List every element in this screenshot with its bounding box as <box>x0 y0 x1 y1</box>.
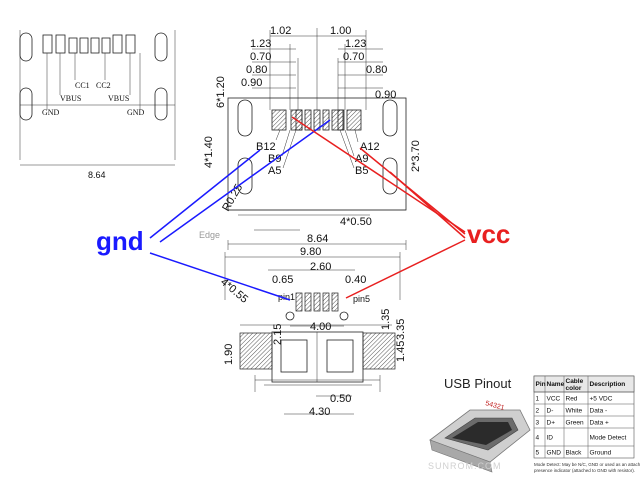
right-dim-3: 0.90 <box>375 89 396 101</box>
bottom-pitch-dim: 4*0.50 <box>340 216 372 228</box>
micro-usb-footprint: 9.80 2.60 0.65 0.40 4*0.55 pin1 pin5 4.0… <box>218 246 407 418</box>
pin1-label: pin1 <box>278 292 295 302</box>
table-cell: D- <box>547 408 554 415</box>
table-cell: VCC <box>547 396 561 403</box>
typec-footprint-left: CC1 CC2 VBUS VBUS GND GND 8.64 <box>19 30 176 180</box>
height-dim-right: 2*3.70 <box>410 140 422 172</box>
table-cell: GND <box>547 450 562 457</box>
watermark: SUNROM.COM <box>428 461 502 471</box>
table-cell: 1 <box>536 396 540 403</box>
span-dim: 4.00 <box>310 321 331 333</box>
table-cell: Data + <box>590 420 610 427</box>
table-cell: Data - <box>590 408 608 415</box>
width-total-dim: 9.80 <box>300 246 321 258</box>
gnd-right-label: GND <box>127 108 145 117</box>
gnd-label: gnd <box>96 226 144 256</box>
table-cell: 5 <box>536 450 540 457</box>
vbus-left-label: VBUS <box>60 94 81 103</box>
left-dim-3: 0.90 <box>241 77 262 89</box>
pin-numbers: 54321 <box>484 400 505 412</box>
table-cell: 3 <box>536 420 540 427</box>
h4-dim: 2.15 <box>272 324 284 345</box>
vbus-right-label: VBUS <box>108 94 129 103</box>
table-cell: ID <box>547 435 554 442</box>
table-cell: +5 VDC <box>590 396 613 403</box>
pin-b12: B12 <box>256 141 276 153</box>
h3-dim: 1.45 <box>395 341 407 362</box>
h2-dim: 3.35 <box>395 319 407 340</box>
table-header-cell: Description <box>590 381 626 388</box>
height-dim-left2: 4*1.40 <box>203 136 215 168</box>
gnd-lines <box>149 119 331 301</box>
table-cell: White <box>566 408 583 415</box>
radius-dim: R0.25 <box>220 182 245 213</box>
top-dim-right: 1.00 <box>330 25 351 37</box>
pad-dim: 0.40 <box>345 274 366 286</box>
usb-pinout-title: USB Pinout <box>444 376 512 391</box>
mount-slot <box>382 157 398 195</box>
mount-slot <box>19 32 33 62</box>
pad-width-dim: 0.50 <box>330 393 351 405</box>
pin5-label: pin5 <box>353 294 370 304</box>
table-cell: Red <box>566 396 578 403</box>
width-dim: 8.64 <box>88 170 106 180</box>
right-dim-0: 1.23 <box>345 38 366 50</box>
table-note: Mode Detect: May be N/C, GND or used as … <box>534 462 640 467</box>
gnd-left-label: GND <box>42 108 60 117</box>
height-dim-left: 6*1.20 <box>215 76 227 108</box>
right-dim-2: 0.80 <box>366 64 387 76</box>
typec-dim-drawing: 1.02 1.00 1.23 0.70 0.80 0.90 1.23 0.70 … <box>199 25 422 250</box>
width-dim: 8.64 <box>307 233 328 245</box>
table-cell: Green <box>566 420 584 427</box>
pin-a5: A5 <box>268 165 281 177</box>
pitch-dim: 0.65 <box>272 274 293 286</box>
locating-hole <box>339 311 349 321</box>
cc2-label: CC2 <box>96 81 111 90</box>
table-header-cell: Pin <box>536 381 546 388</box>
left-dim-0: 1.23 <box>250 38 271 50</box>
h5-dim: 1.90 <box>223 344 235 365</box>
edge-label: Edge <box>199 230 220 240</box>
table-header-cell: Name <box>547 381 565 388</box>
mount-slot <box>19 87 33 121</box>
bottom-dim: 4.30 <box>309 406 330 418</box>
mount-slot <box>154 32 168 62</box>
table-note: presence indicator (attached to GND with… <box>534 468 635 473</box>
width-inner-dim: 2.60 <box>310 261 331 273</box>
pin-a12: A12 <box>360 141 380 153</box>
left-dim-2: 0.80 <box>246 64 267 76</box>
cc1-label: CC1 <box>75 81 90 90</box>
mount-slot <box>382 99 398 137</box>
table-cell: Ground <box>590 450 612 457</box>
table-cell: D+ <box>547 420 556 427</box>
table-cell: Black <box>566 450 583 457</box>
h1-dim: 1.35 <box>380 309 392 330</box>
locating-hole <box>285 311 295 321</box>
table-cell: 4 <box>536 435 540 442</box>
pin-b5: B5 <box>355 165 368 177</box>
top-dim-left: 1.02 <box>270 25 291 37</box>
vcc-label: vcc <box>467 219 510 249</box>
mount-slot <box>154 87 168 121</box>
vcc-lines <box>291 116 466 299</box>
left-dim-1: 0.70 <box>250 51 271 63</box>
right-dim-1: 0.70 <box>343 51 364 63</box>
usb-pinout-illustration: USB Pinout 54321 SUNROM.COM <box>428 376 531 473</box>
table-cell: 2 <box>536 408 540 415</box>
table-cell: Mode Detect <box>590 435 627 442</box>
mount-slot <box>237 99 253 137</box>
